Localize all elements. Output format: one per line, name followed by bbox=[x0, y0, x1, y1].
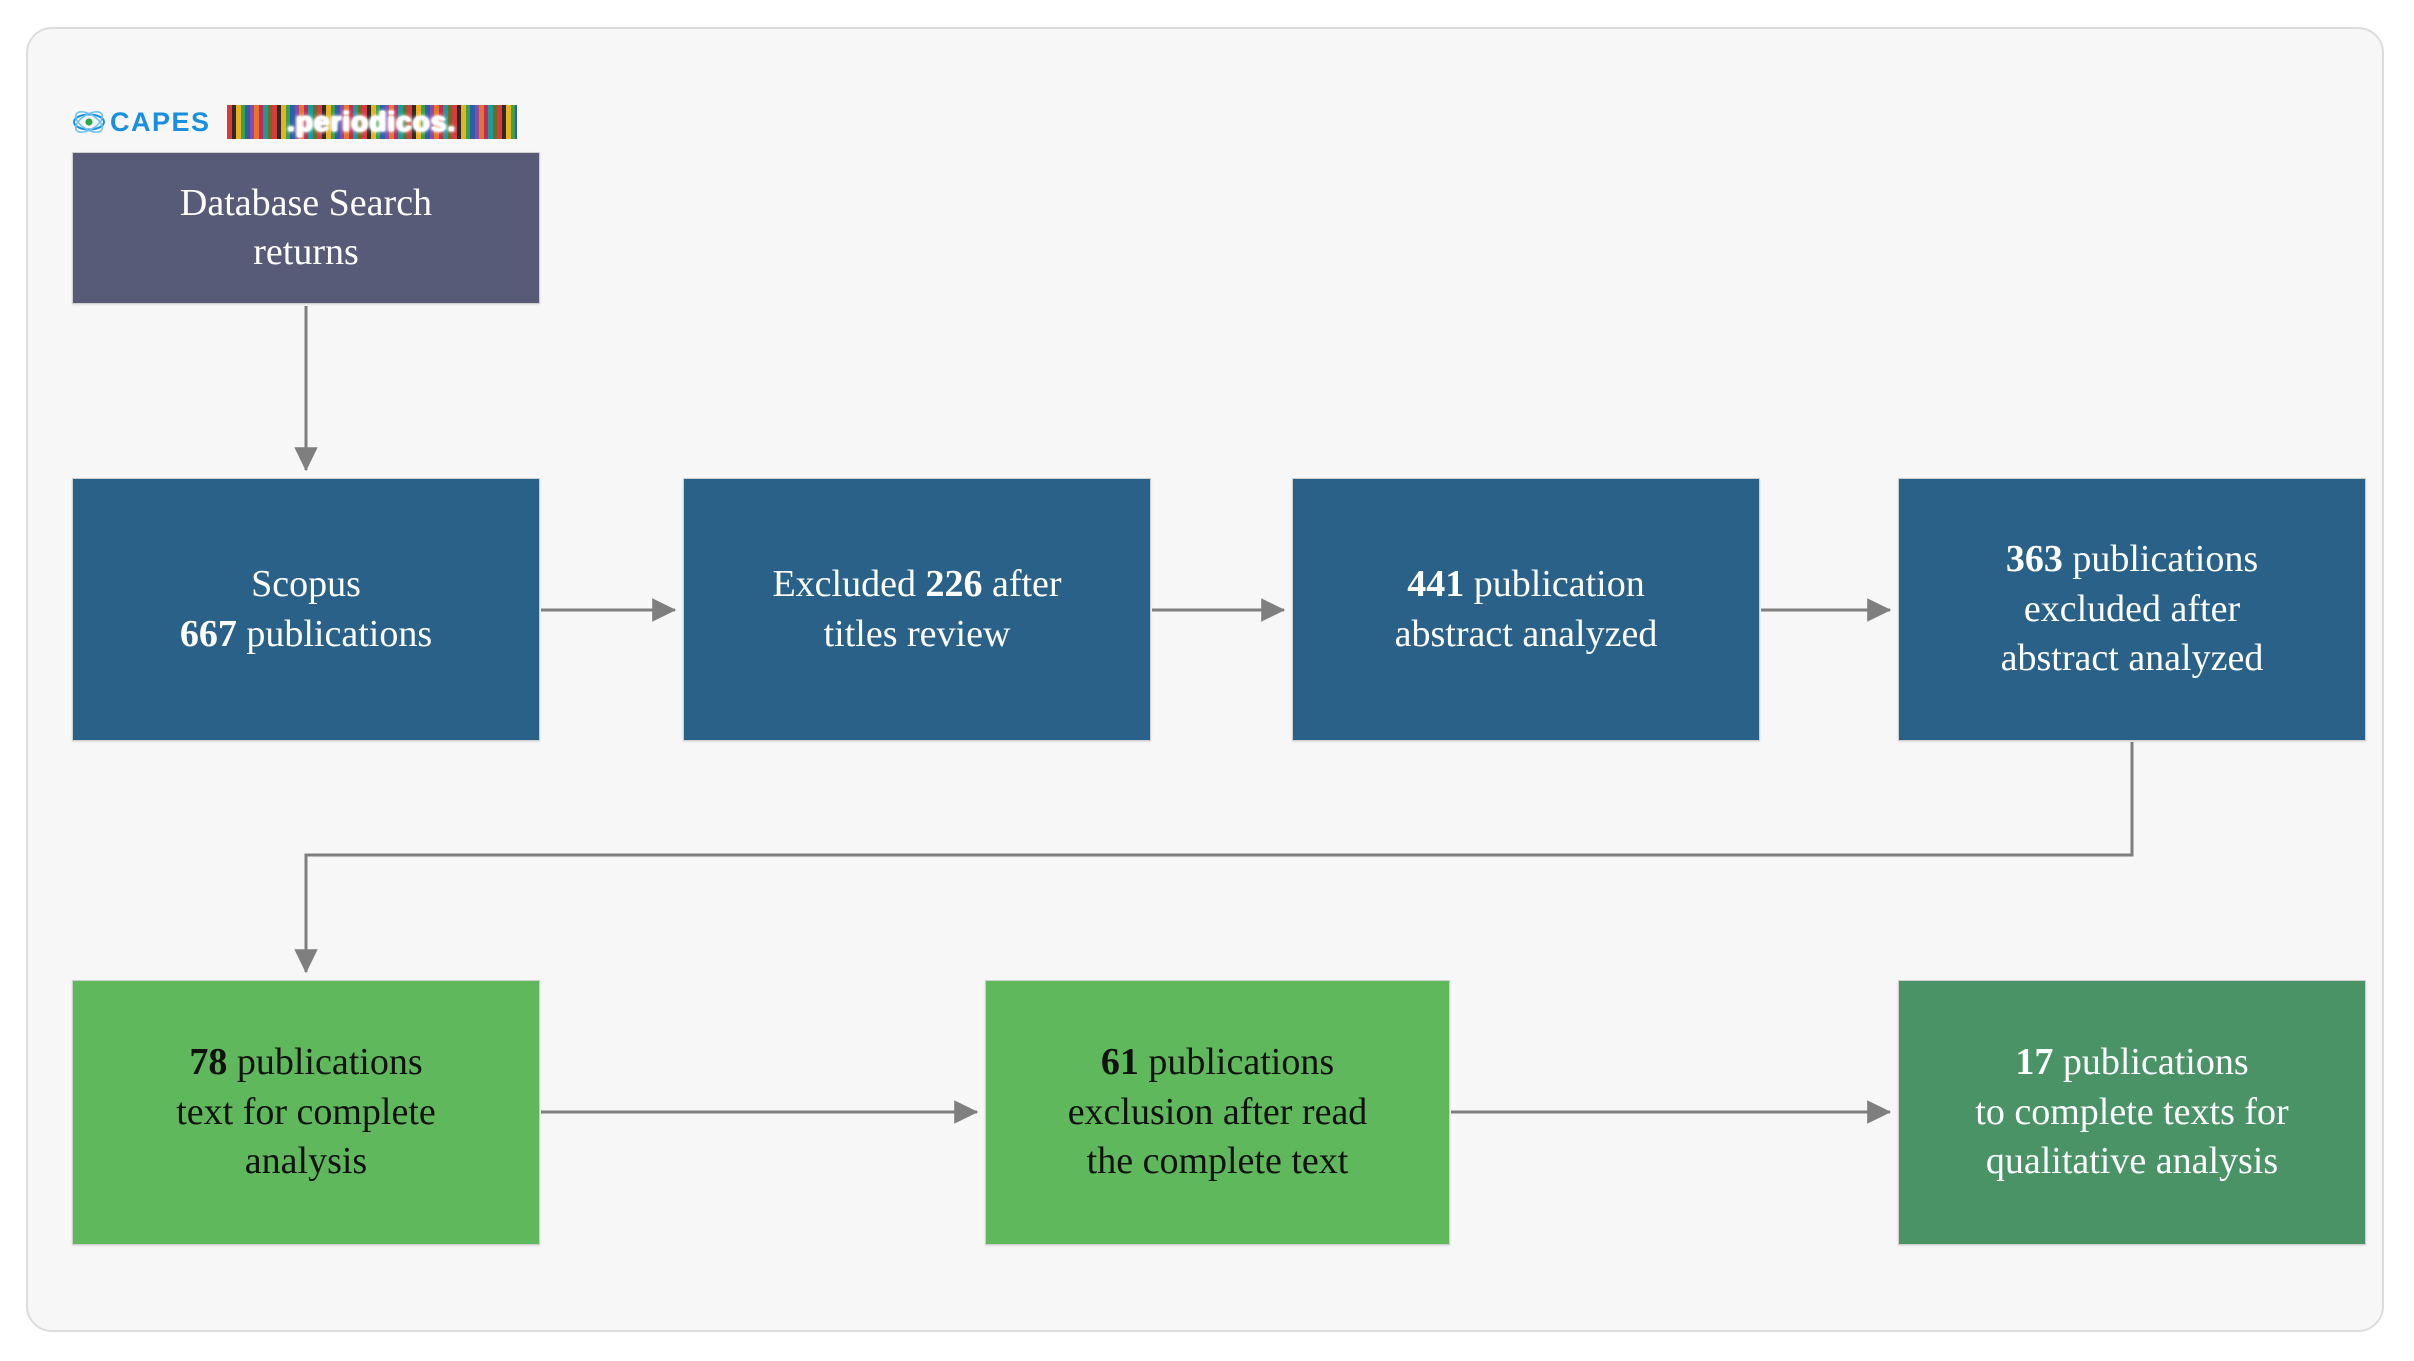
node-excl61-line3: the complete text bbox=[1086, 1140, 1349, 1183]
node-excluded226-line2: titles review bbox=[823, 612, 1011, 655]
node-excluded226-line1: Excluded 226 after bbox=[698, 560, 1136, 609]
node-scopus-line2: 667 publications bbox=[87, 610, 525, 659]
branding-row: CAPES .periodicos. bbox=[72, 103, 517, 141]
node-final17-line3: qualitative analysis bbox=[1985, 1140, 2279, 1183]
node-excluded363-line1-rest: publications bbox=[2062, 538, 2259, 581]
node-final17-count: 17 bbox=[2015, 1041, 2054, 1084]
node-excluded-363[interactable]: 363 publications excluded after abstract… bbox=[1898, 478, 2366, 741]
node-abstract441-line1: 441 publication bbox=[1307, 560, 1745, 609]
capes-wordmark: CAPES bbox=[110, 106, 211, 137]
node-abstract441-line1-rest: publication bbox=[1464, 563, 1645, 606]
node-excluded363-line1: 363 publications bbox=[1913, 535, 2351, 584]
node-database-line1: Database Search bbox=[179, 181, 433, 224]
node-excluded363-line2: excluded after bbox=[2023, 587, 2241, 630]
node-excluded226-post: after bbox=[982, 563, 1062, 606]
node-text78-line2: text for complete bbox=[176, 1090, 436, 1133]
node-database-search[interactable]: Database Search returns bbox=[72, 152, 540, 304]
node-database-line2: returns bbox=[253, 231, 359, 273]
node-text78-line3: analysis bbox=[244, 1140, 368, 1183]
node-excluded-226[interactable]: Excluded 226 after titles review bbox=[683, 478, 1151, 741]
node-final17-line1: 17 publications bbox=[1913, 1038, 2351, 1087]
node-text78-line1: 78 publications bbox=[87, 1038, 525, 1087]
node-excl61-count: 61 bbox=[1100, 1041, 1139, 1084]
node-abstract441-count: 441 bbox=[1407, 563, 1465, 606]
node-final17-line2: to complete texts for bbox=[1975, 1090, 2289, 1133]
node-text-78[interactable]: 78 publications text for complete analys… bbox=[72, 980, 540, 1245]
node-excl61-line1-rest: publications bbox=[1138, 1041, 1335, 1084]
node-excluded226-pre: Excluded bbox=[772, 563, 926, 606]
node-excluded363-line3: abstract analyzed bbox=[2000, 637, 2264, 680]
node-scopus-line1: Scopus bbox=[251, 563, 361, 606]
node-abstract-441[interactable]: 441 publication abstract analyzed bbox=[1292, 478, 1760, 741]
periodicos-stripes bbox=[226, 105, 517, 139]
capes-eye-atom-icon bbox=[72, 109, 106, 135]
node-excl61-line2: exclusion after read bbox=[1067, 1090, 1368, 1133]
node-text78-line1-rest: publications bbox=[227, 1041, 423, 1084]
node-final-17[interactable]: 17 publications to complete texts for qu… bbox=[1898, 980, 2366, 1245]
node-text78-count: 78 bbox=[189, 1041, 228, 1084]
periodicos-wordmark: .periodicos. bbox=[286, 106, 457, 137]
node-scopus-667[interactable]: Scopus 667 publications bbox=[72, 478, 540, 741]
node-excluded363-count: 363 bbox=[2005, 538, 2063, 581]
periodicos-banner: .periodicos. bbox=[226, 105, 517, 139]
node-excl61-line1: 61 publications bbox=[1000, 1038, 1435, 1087]
node-excluded226-count: 226 bbox=[925, 563, 983, 606]
node-exclusion-61[interactable]: 61 publications exclusion after read the… bbox=[985, 980, 1450, 1245]
node-abstract441-line2: abstract analyzed bbox=[1394, 612, 1658, 655]
node-final17-line1-rest: publications bbox=[2053, 1041, 2249, 1084]
node-scopus-count: 667 bbox=[179, 612, 237, 655]
capes-logo: CAPES bbox=[72, 106, 211, 137]
node-scopus-line2-rest: publications bbox=[236, 612, 433, 655]
